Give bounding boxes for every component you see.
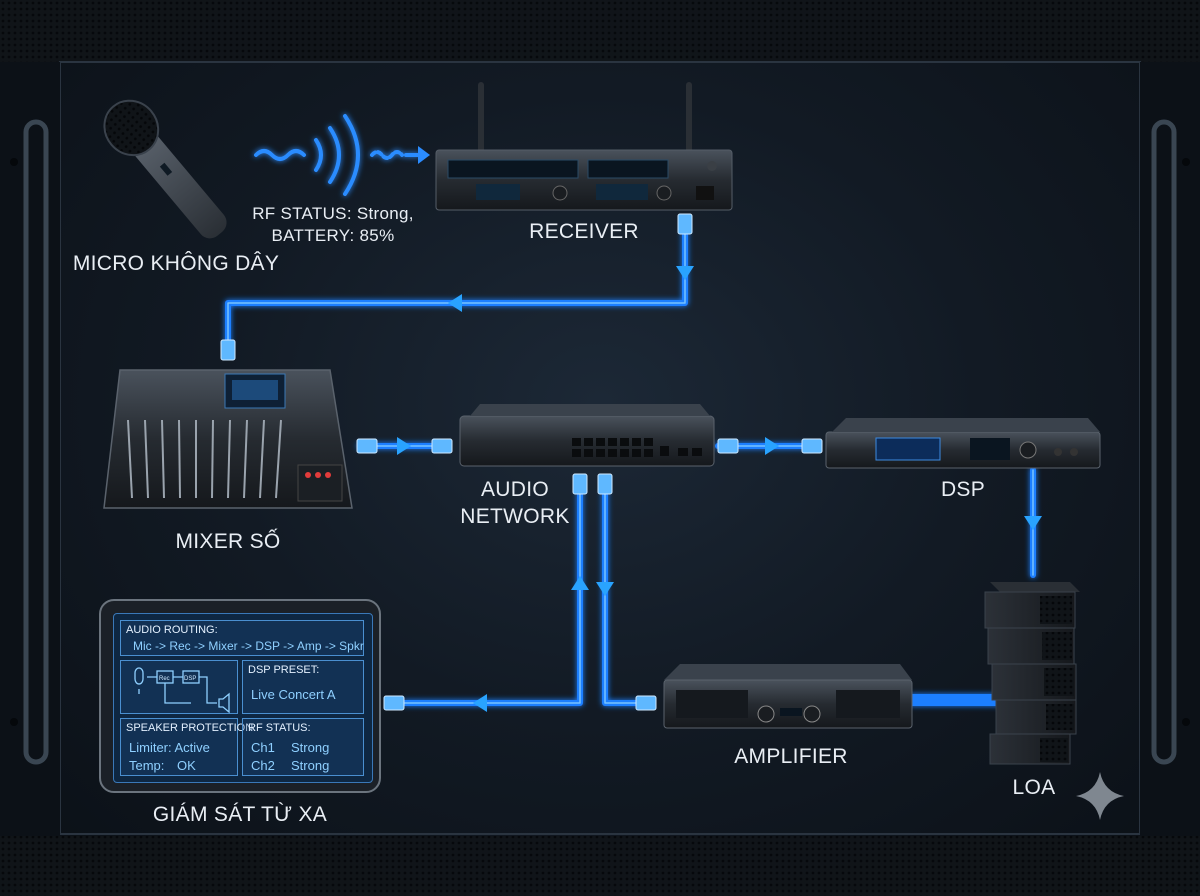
digital-mixer (103, 369, 353, 509)
sparkle-icon (1076, 772, 1124, 820)
signal-flow-panel: Rec DSP (120, 660, 238, 714)
ethernet-plug-icon (635, 695, 657, 711)
dsp-preset-panel: DSP PRESET: Live Concert A (242, 660, 364, 714)
ethernet-plug-icon (597, 473, 613, 495)
speaker-icon (218, 692, 230, 714)
tablet-screen: AUDIO ROUTING: Mic -> Rec -> Mixer -> DS… (113, 613, 373, 783)
flow-arrow-icon (765, 437, 779, 455)
wireless-signal-icon (254, 114, 420, 196)
wireless-microphone (103, 99, 227, 239)
flow-arrow-icon (418, 146, 430, 164)
flow-arrow-icon (676, 266, 694, 280)
ethernet-plug-icon (431, 438, 453, 454)
dsp-preset-value: Live Concert A (251, 687, 336, 702)
rack-handle-right (1151, 119, 1177, 765)
ethernet-plug-icon (383, 695, 405, 711)
audio-routing-panel: AUDIO ROUTING: Mic -> Rec -> Mixer -> DS… (120, 620, 364, 656)
dsp-label: DSP (940, 478, 986, 501)
line-array-speaker (984, 582, 1080, 765)
flow-arrow-icon (473, 694, 487, 712)
temp-value: OK (177, 758, 196, 773)
rf-status-panel: RF STATUS: Ch1 Strong Ch2 Strong (242, 718, 364, 776)
audio-network-line2: NETWORK (460, 505, 570, 528)
amplifier-label: AMPLIFIER (734, 745, 848, 768)
remote-monitor-label: GIÁM SÁT TỪ XA (152, 803, 328, 826)
receiver-device (435, 82, 733, 211)
ethernet-plug-icon (677, 213, 693, 235)
ch1-label: Ch1 (251, 740, 275, 755)
audio-network-line1: AUDIO (480, 478, 550, 501)
antenna-icon (478, 82, 484, 154)
limiter-status: Limiter: Active (129, 740, 210, 755)
battery-line: BATTERY: 85% (271, 226, 395, 245)
dsp-preset-title: DSP PRESET: (248, 664, 320, 676)
ethernet-plug-icon (717, 438, 739, 454)
flow-arrow-icon (1024, 516, 1042, 530)
flow-arrow-icon (571, 576, 589, 590)
network-switch (459, 404, 715, 467)
flow-arrow-icon (448, 294, 462, 312)
flow-arrow-icon (596, 582, 614, 596)
audio-routing-title: AUDIO ROUTING: (126, 624, 218, 636)
ethernet-plugs (220, 213, 823, 711)
rf-status-title: RF STATUS: (248, 722, 311, 734)
amplifier-device (663, 664, 913, 729)
ethernet-plug-icon (801, 438, 823, 454)
dsp-device (825, 418, 1101, 469)
flow-rec-label: Rec (159, 676, 170, 682)
signal-flow-mini-diagram: Rec DSP (134, 667, 230, 714)
loa-label: LOA (1012, 776, 1056, 799)
cable-network-amplifier (602, 489, 648, 706)
ch2-label: Ch2 (251, 758, 275, 773)
speaker-protection-panel: SPEAKER PROTECTION: Limiter: Active Temp… (120, 718, 256, 776)
antenna-icon (686, 82, 692, 154)
rf-status-line1: RF STATUS: Strong, (252, 204, 414, 223)
microphone-icon (103, 99, 227, 239)
receiver-label: RECEIVER (529, 220, 639, 243)
ch2-value: Strong (291, 758, 330, 773)
microphone-icon (134, 667, 144, 685)
flow-arrow-icon (397, 437, 411, 455)
ethernet-plug-icon (572, 473, 588, 495)
cable-receiver-mixer (225, 227, 688, 348)
mixer-label: MIXER SỐ (175, 530, 281, 553)
flow-dsp-label: DSP (184, 676, 196, 682)
micro-label: MICRO KHÔNG DÂY (72, 252, 280, 275)
ethernet-plug-icon (356, 438, 378, 454)
ch1-value: Strong (291, 740, 330, 755)
speaker-protection-title: SPEAKER PROTECTION: (126, 722, 257, 734)
flow-arrows (397, 266, 1042, 712)
audio-routing-path: Mic -> Rec -> Mixer -> DSP -> Amp -> Spk… (133, 639, 364, 653)
ethernet-plug-icon (220, 339, 236, 361)
temp-label: Temp: (129, 758, 165, 773)
rack-handle-left (23, 119, 49, 765)
